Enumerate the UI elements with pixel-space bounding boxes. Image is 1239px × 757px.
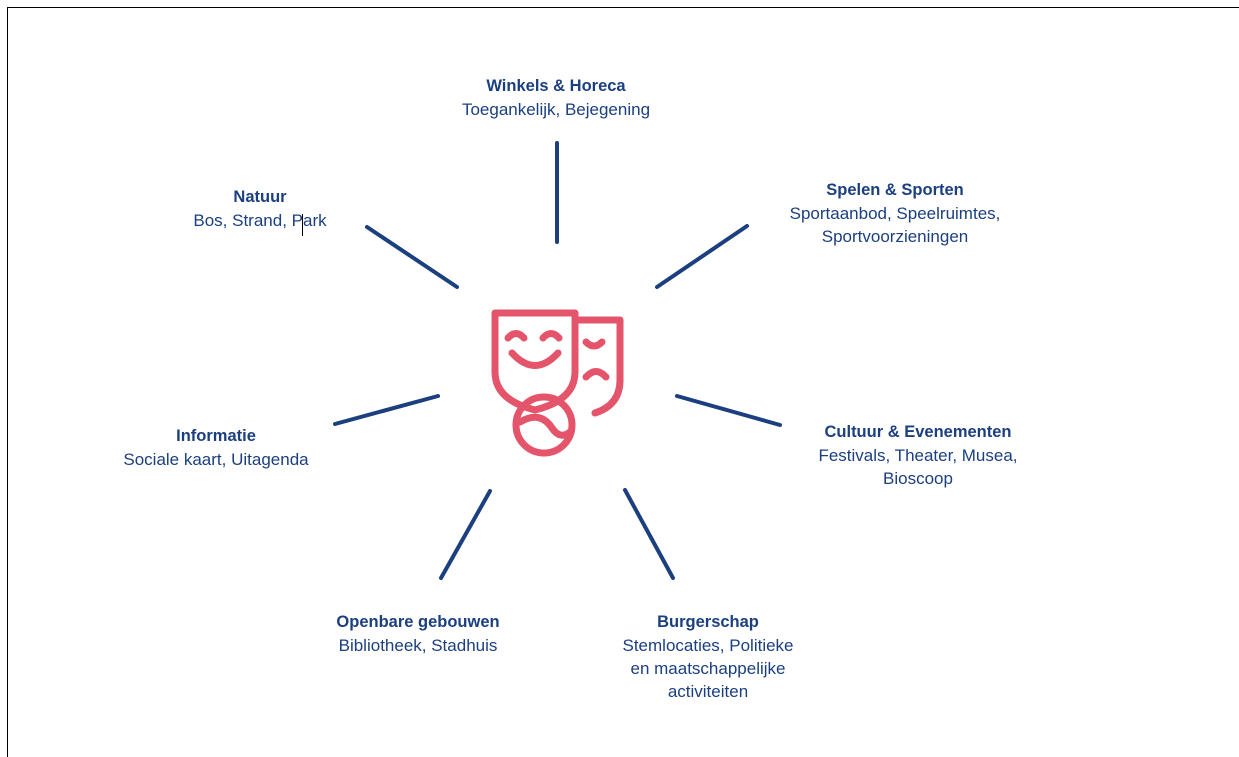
node-description: Sportaanbod, Speelruimtes, (789, 204, 1001, 223)
happy-mask-left-eye (504, 330, 528, 342)
node-description: Sociale kaart, Uitagenda (123, 450, 309, 469)
node-description: Festivals, Theater, Musea, (818, 446, 1018, 465)
node-description: en maatschappelijke (630, 659, 786, 678)
node-natuur: Natuur Bos, Strand, Park (160, 186, 360, 232)
node-description: Bioscoop (883, 469, 953, 488)
node-winkels: Winkels & Horeca Toegankelijk, Bejegenin… (405, 75, 707, 121)
node-title: Openbare gebouwen (336, 613, 500, 631)
node-title: Spelen & Sporten (826, 181, 964, 199)
spoke-natuur (365, 225, 459, 289)
node-description: Bos, Strand, Park (193, 211, 327, 230)
node-title: Burgerschap (657, 613, 759, 631)
node-spelen: Spelen & Sporten Sportaanbod, Speelruimt… (745, 179, 1045, 248)
node-description: Sportvoorzieningen (821, 227, 969, 246)
node-informatie: Informatie Sociale kaart, Uitagenda (66, 425, 366, 471)
node-title: Cultuur & Evenementen (824, 423, 1012, 441)
node-openbare: Openbare gebouwen Bibliotheek, Stadhuis (268, 611, 568, 657)
mask-ball-seam (516, 413, 574, 439)
happy-mask-shape (491, 309, 579, 414)
spoke-spelen (655, 224, 749, 289)
spoke-openbare (439, 489, 492, 580)
node-cultuur: Cultuur & Evenementen Festivals, Theater… (768, 421, 1068, 490)
spoke-cultuur (675, 394, 782, 427)
happy-mask-smile (508, 349, 562, 369)
theater-masks-icon (491, 309, 624, 457)
node-title: Natuur (233, 188, 287, 206)
sad-mask-frown (582, 368, 610, 381)
node-description: Bibliotheek, Stadhuis (338, 636, 498, 655)
mask-ball (512, 393, 576, 457)
node-title: Winkels & Horeca (486, 77, 626, 95)
sad-mask-shape (571, 316, 624, 417)
happy-mask-right-eye (539, 330, 563, 342)
sad-mask-eye (582, 338, 606, 350)
spoke-burgerschap (623, 488, 675, 580)
node-title: Informatie (176, 427, 256, 445)
node-description: activiteiten (667, 682, 749, 701)
page-border (7, 7, 1239, 757)
text-cursor (302, 214, 303, 236)
node-burgerschap: Burgerschap Stemlocaties, Politieke en m… (558, 611, 858, 703)
node-description: Toegankelijk, Bejegening (461, 100, 651, 119)
node-description: Stemlocaties, Politieke (622, 636, 794, 655)
spoke-informatie (333, 394, 440, 426)
